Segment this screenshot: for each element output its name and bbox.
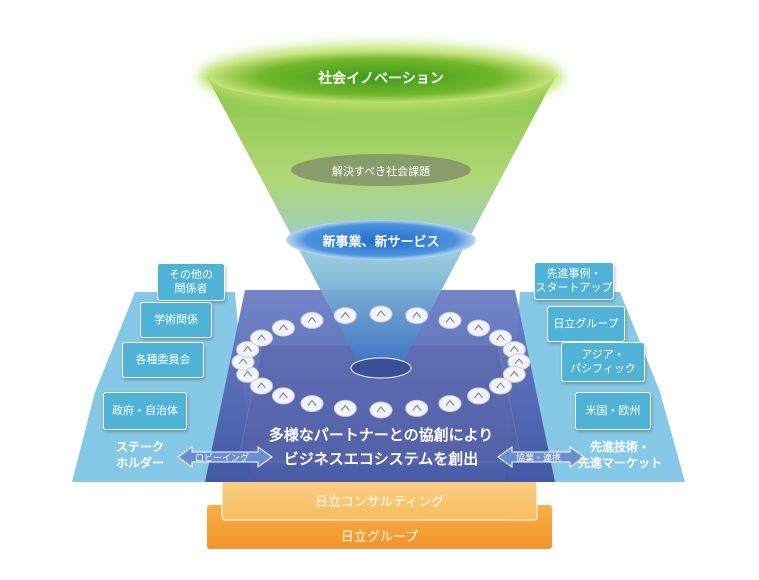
partner-box-hitachi-group: 日立グループ [547, 306, 625, 342]
box-icon [333, 307, 357, 325]
globe-icon [467, 319, 491, 337]
collaboration-label: 協業・連携 [516, 454, 562, 464]
base-layers [207, 475, 552, 549]
funnel-top [209, 51, 553, 103]
book-icon [250, 377, 273, 395]
stakeholder-box-government: 政府・自治体 [103, 392, 187, 430]
new-business-label: 新事業、新サービス [322, 235, 440, 250]
pie-icon [333, 399, 357, 417]
lobbying-arrow [177, 446, 273, 468]
left-panel [72, 292, 252, 482]
bulb-icon [467, 387, 491, 405]
advanced-tech-title: 先進技術・先進マーケット [577, 440, 662, 470]
lobbying-label: ロビーイング [195, 454, 250, 464]
stakeholder-box-committees: 各種委員会 [122, 342, 204, 378]
chat-icon [489, 329, 512, 347]
hitachi-group-label: 日立グループ [340, 530, 419, 545]
factory-icon [369, 401, 393, 419]
new-business-ellipse [286, 220, 476, 260]
collaboration-arrow [497, 446, 585, 468]
funnel [199, 45, 563, 379]
monitor-icon [369, 305, 393, 323]
partner-box-startups: 先進事例・スタートアップ [534, 262, 614, 300]
collaboration-arrow-shape [497, 446, 585, 468]
car-icon [300, 395, 324, 413]
social-issue-ellipse [291, 154, 471, 186]
person-icon [489, 377, 512, 395]
stakeholder-box-academia: 学術関係 [140, 302, 212, 338]
hitachi-consulting-label: 日立コンサルティング [314, 495, 445, 510]
center-line-2: ビジネスエコシステムを創出 [283, 450, 479, 468]
chart-icon [438, 395, 462, 413]
lobbying-arrow-shape [177, 446, 273, 468]
building-icon [271, 387, 295, 405]
truck-icon [271, 319, 295, 337]
center-line-1: 多様なパートナーとの協創により [268, 426, 494, 444]
target-icon [438, 311, 462, 329]
anchor-icon [250, 329, 273, 347]
stakeholder-title: ステークホルダー [115, 440, 164, 470]
stakeholder-box-others: その他の関係者 [157, 263, 225, 301]
social-issues-label: 解決すべき社会課題 [331, 165, 431, 178]
partner-box-asia-pacific: アジア・パシフィック [561, 342, 645, 382]
coins-icon [300, 311, 324, 329]
ship-icon [405, 399, 429, 417]
pen-icon [236, 341, 260, 359]
cart-icon [405, 307, 429, 325]
social-innovation-label: 社会イノベーション [318, 71, 444, 87]
gear-icon [502, 365, 526, 383]
funnel-bottom [350, 357, 412, 379]
partner-box-us-europe: 米国・欧州 [575, 392, 651, 430]
partner-icon-ring [231, 305, 531, 419]
